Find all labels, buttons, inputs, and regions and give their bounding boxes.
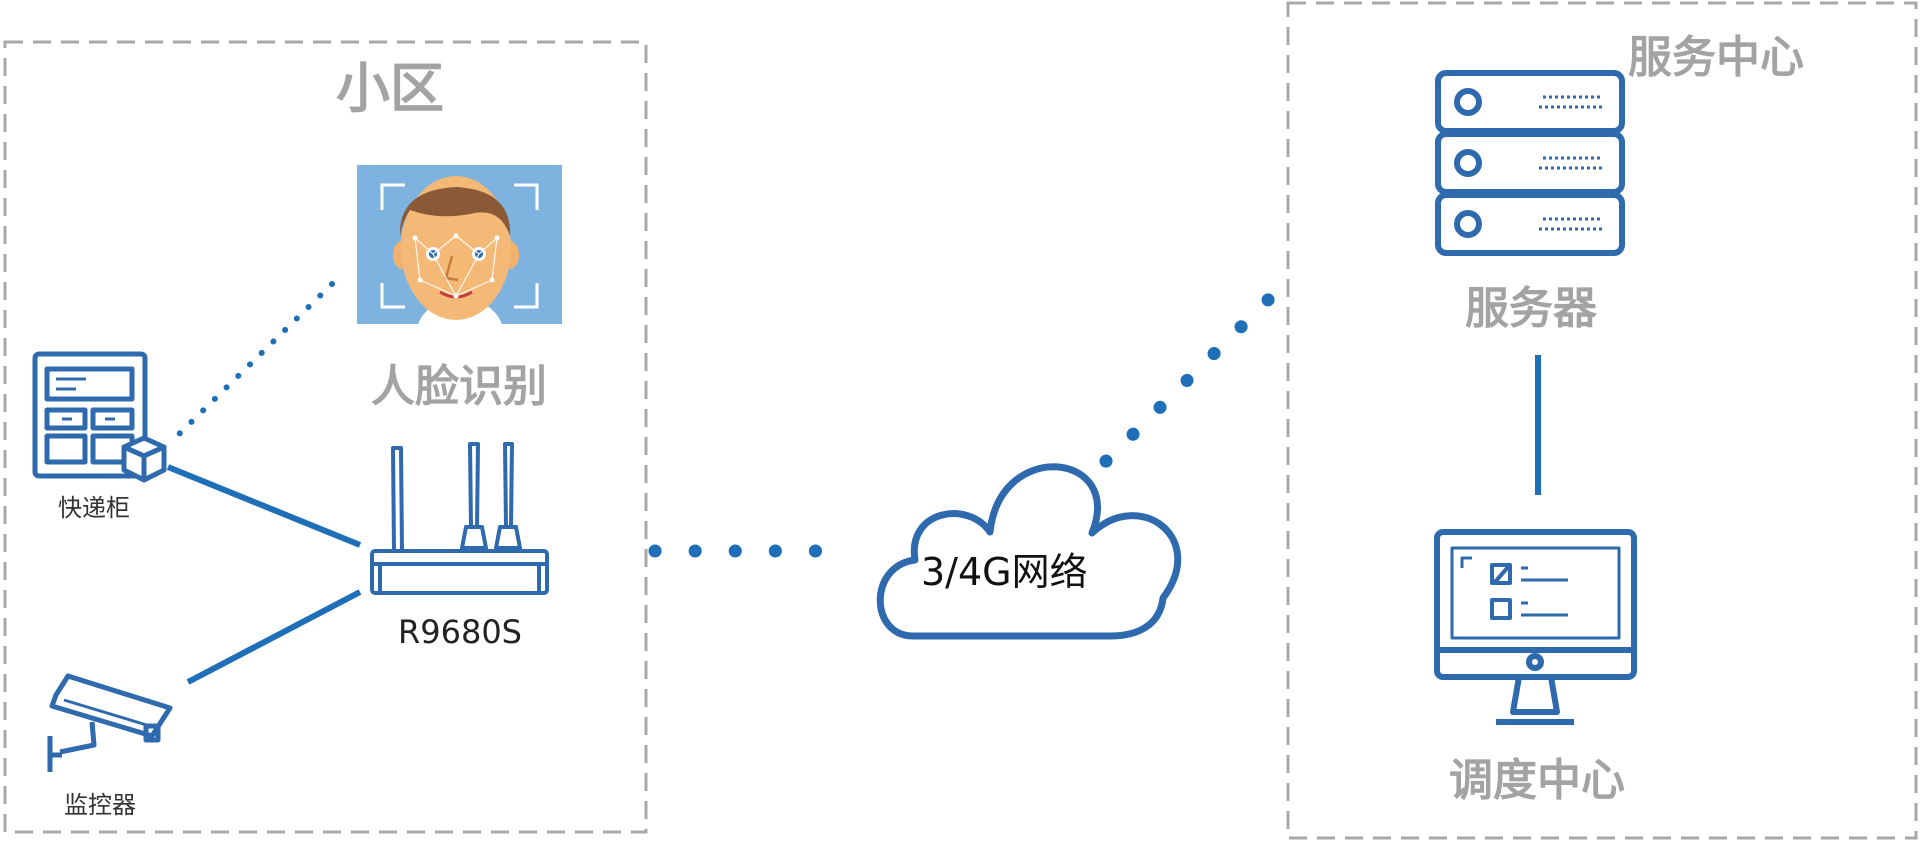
express-locker-icon <box>32 351 167 483</box>
network-label: 3/4G网络 <box>921 550 1088 594</box>
cloud-icon <box>876 463 1182 640</box>
router-icon <box>370 442 549 595</box>
dispatch-monitor-icon <box>1434 529 1637 725</box>
router-label: R9680S <box>398 613 522 651</box>
monitor-router-link <box>186 589 362 685</box>
face-recognition-label: 人脸识别 <box>371 361 547 412</box>
service-center-zone-box <box>1286 1 1918 840</box>
camera-icon <box>47 673 173 772</box>
face-dotted-link <box>173 281 335 440</box>
server-label: 服务器 <box>1465 283 1597 334</box>
service-center-zone-title: 服务中心 <box>1628 32 1804 83</box>
network-server-dotted-link <box>1072 281 1287 495</box>
community-zone-box <box>3 40 648 834</box>
dispatch-center-label: 调度中心 <box>1449 755 1625 806</box>
server-icon <box>1435 70 1625 256</box>
monitor-label: 监控器 <box>64 791 136 819</box>
community-zone-title: 小区 <box>336 57 444 120</box>
express-locker-label: 快递柜 <box>58 494 130 522</box>
locker-router-link <box>166 464 362 548</box>
face-recognition-icon <box>357 165 562 324</box>
